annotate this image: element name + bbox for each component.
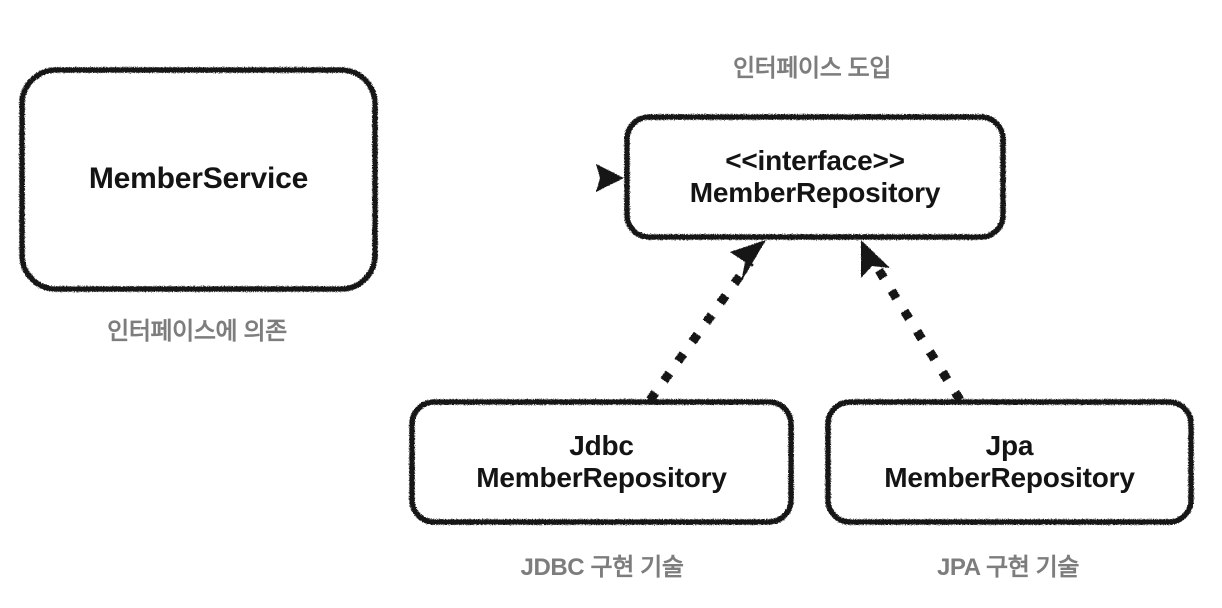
node-member-repository[interactable]: <<interface>> MemberRepository bbox=[627, 117, 1003, 237]
node-jpa-member-repository-label: Jpa MemberRepository bbox=[884, 430, 1135, 493]
node-jdbc-member-repository-label: Jdbc MemberRepository bbox=[476, 430, 727, 493]
node-jdbc-member-repository[interactable]: Jdbc MemberRepository bbox=[412, 402, 791, 522]
caption-interface-intro: 인터페이스 도입 bbox=[732, 55, 892, 82]
connector-realization-jdbc-to-repository bbox=[646, 240, 766, 403]
connector-realization-jpa-to-repository bbox=[861, 240, 964, 403]
node-member-service-label: MemberService bbox=[88, 162, 309, 196]
caption-depends-interface: 인터페이스에 의존 bbox=[107, 318, 287, 345]
caption-jpa-impl: JPA 구현 기술 bbox=[936, 554, 1080, 581]
node-member-repository-label: <<interface>> MemberRepository bbox=[689, 145, 941, 208]
caption-jdbc-impl: JDBC 구현 기술 bbox=[520, 554, 684, 581]
connector-dependency-service-to-repository bbox=[376, 164, 624, 192]
node-jpa-member-repository[interactable]: Jpa MemberRepository bbox=[828, 402, 1191, 522]
node-member-service[interactable]: MemberService bbox=[22, 70, 375, 289]
